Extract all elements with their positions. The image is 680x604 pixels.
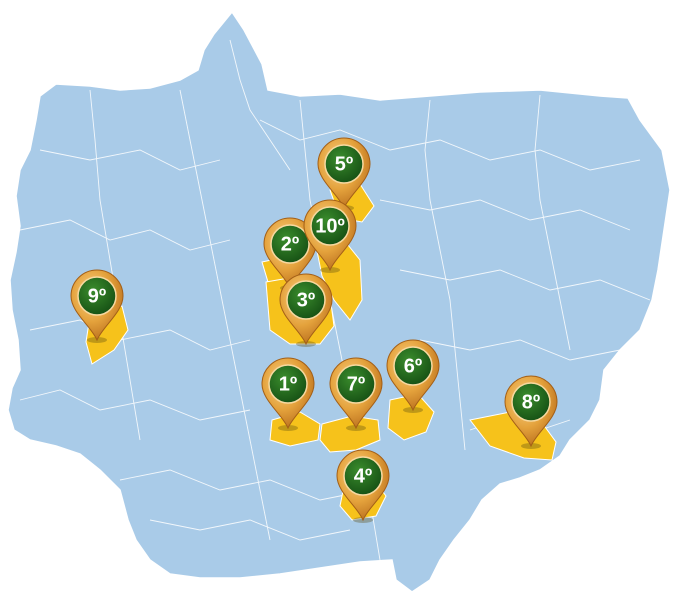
map-pin-label: 1º bbox=[279, 373, 297, 395]
map-pin-6[interactable]: 6º bbox=[386, 339, 440, 413]
map-pin-label: 8º bbox=[522, 391, 540, 413]
map-pin-4[interactable]: 4º bbox=[336, 449, 390, 523]
map-pin-label: 4º bbox=[354, 465, 372, 487]
region-1 bbox=[269, 411, 321, 447]
map-pin-label: 3º bbox=[297, 289, 315, 311]
map-pin-badge bbox=[268, 364, 308, 404]
map-pin-badge bbox=[77, 276, 117, 316]
map-pin-1[interactable]: 1º bbox=[261, 357, 315, 431]
map-pin-badge bbox=[393, 346, 433, 386]
map-pin-2[interactable]: 2º bbox=[263, 217, 317, 291]
map-pin-10[interactable]: 10º bbox=[303, 199, 357, 273]
map-pin-label: 6º bbox=[404, 355, 422, 377]
map-pin-label: 7º bbox=[347, 373, 365, 395]
map-pin-badge bbox=[343, 456, 383, 496]
map-pin-3[interactable]: 3º bbox=[279, 273, 333, 347]
map-pin-badge bbox=[511, 382, 551, 422]
map-pin-badge bbox=[336, 364, 376, 404]
map-pin-label: 5º bbox=[335, 153, 353, 175]
map-pin-9[interactable]: 9º bbox=[70, 269, 124, 343]
map-pin-label: 2º bbox=[281, 233, 299, 255]
map-pin-badge bbox=[324, 144, 364, 184]
map-pin-label: 9º bbox=[88, 285, 106, 307]
map-pin-label: 10º bbox=[315, 215, 345, 237]
map-pin-badge bbox=[270, 224, 310, 264]
map-pin-badge bbox=[286, 280, 326, 320]
map-pin-7[interactable]: 7º bbox=[329, 357, 383, 431]
map-pin-5[interactable]: 5º bbox=[317, 137, 371, 211]
map-pin-8[interactable]: 8º bbox=[504, 375, 558, 449]
map-pin-badge bbox=[310, 206, 350, 246]
